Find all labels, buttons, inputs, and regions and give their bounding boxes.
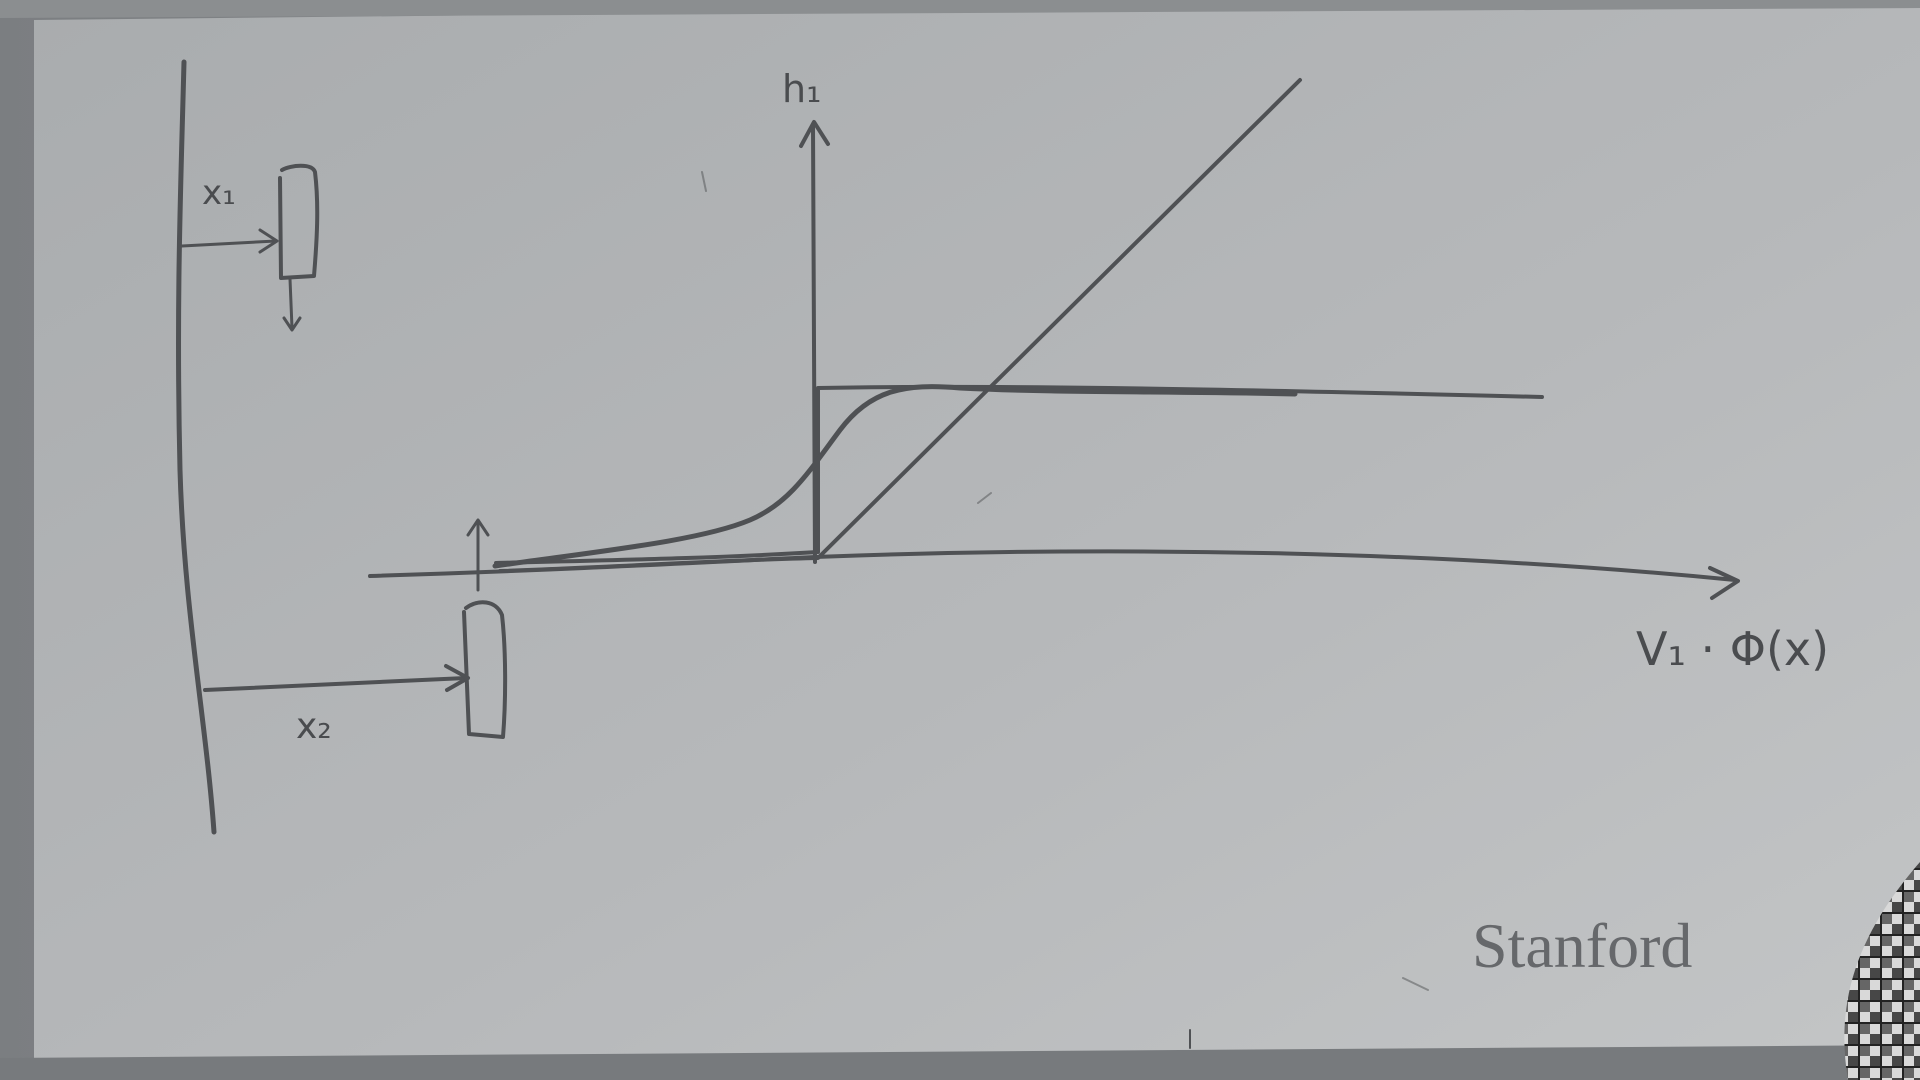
x2-arrow (203, 676, 468, 692)
x2-neuron-box (462, 600, 508, 739)
h1-label: h₁ (782, 67, 821, 111)
x-axis-arrowhead (1708, 566, 1740, 600)
x1-output-arrow (282, 277, 302, 332)
left-vertical-line (176, 59, 217, 835)
h1-axis-arrowhead (799, 120, 830, 148)
board-top-rail (0, 0, 1920, 18)
h1-axis (811, 124, 817, 564)
x1-neuron-box (278, 163, 320, 280)
sigmoid-function-curve (492, 384, 1298, 569)
stanford-watermark: Stanford (1472, 910, 1692, 981)
x2-label: x₂ (296, 706, 332, 747)
board-surface (34, 0, 1920, 1080)
step-function-curve (494, 384, 1544, 565)
x-axis-label: V₁ · Φ(x) (1636, 622, 1829, 676)
x1-label: x₁ (202, 173, 236, 213)
board-bottom-rail (0, 1045, 1920, 1080)
relu-function-curve (498, 78, 1302, 573)
x1-arrowhead (258, 228, 279, 254)
x1-arrow (180, 239, 278, 248)
x2-up-arrow (466, 518, 490, 592)
board-smudge-mark (701, 171, 1429, 991)
person-shirt-edge (1844, 862, 1920, 1080)
